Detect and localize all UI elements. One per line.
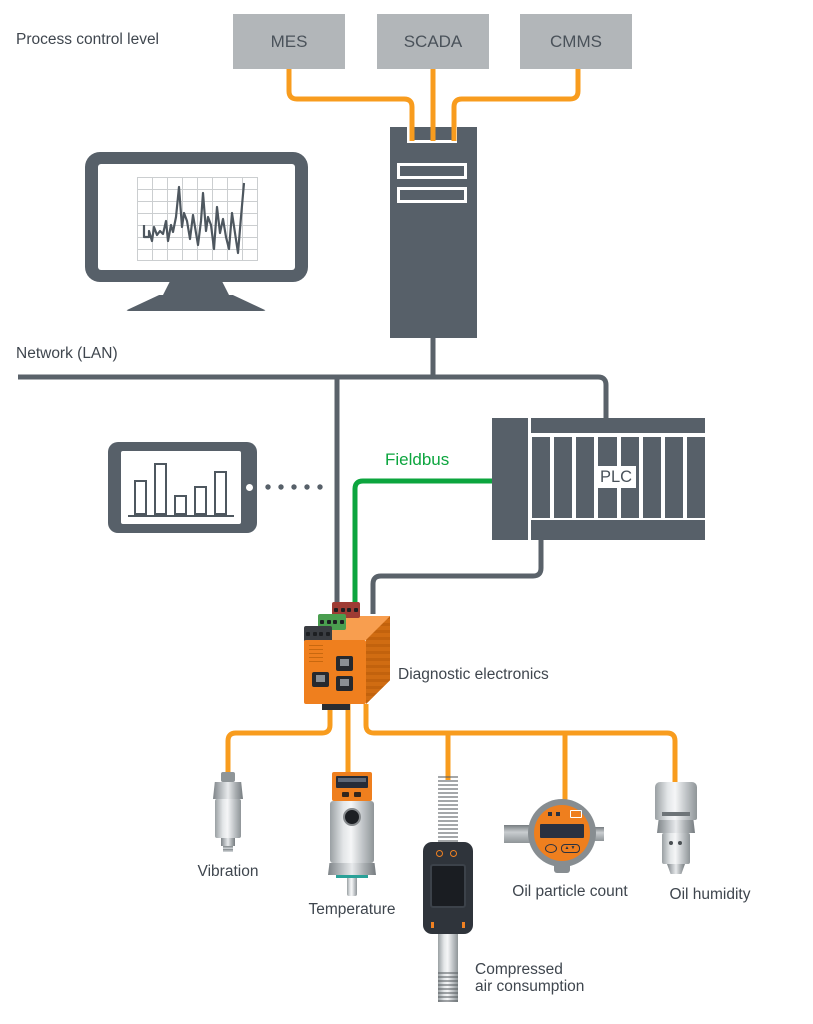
plc-top-rail <box>531 418 705 433</box>
server-icon <box>390 127 477 338</box>
compressed-air-sensor-icon <box>420 776 476 1004</box>
vibration-sensor-icon <box>206 772 250 854</box>
tablet-icon <box>108 442 257 533</box>
fieldbus-label: Fieldbus <box>385 450 450 469</box>
monitor-trend-chart <box>137 177 258 261</box>
plc-icon: PLC <box>492 418 705 540</box>
tablet-chart-baseline <box>128 514 234 517</box>
tablet-bar <box>194 486 207 515</box>
tablet-bar <box>214 471 227 515</box>
diagnostic-electronics-label: Diagnostic electronics <box>398 666 549 683</box>
mes-box: MES <box>233 14 345 69</box>
cmms-box: CMMS <box>520 14 632 69</box>
temperature-label: Temperature <box>308 901 396 918</box>
tablet-bar-chart <box>134 455 227 515</box>
scada-box-label: SCADA <box>403 31 463 51</box>
wire-plc-diagnostic <box>370 540 544 614</box>
diag-led-rows <box>309 645 323 663</box>
oil-humidity-sensor-icon <box>652 780 700 876</box>
cmms-box-label: CMMS <box>550 31 602 51</box>
tablet-camera-dot <box>246 484 253 491</box>
oil-humidity-label: Oil humidity <box>669 886 751 903</box>
wireless-dots-icon <box>265 484 323 490</box>
tablet-bar <box>174 495 187 515</box>
vibration-label: Vibration <box>197 863 259 880</box>
plc-cpu-column <box>492 418 528 540</box>
ifm-logo <box>570 810 582 818</box>
temperature-sensor-icon <box>328 772 376 898</box>
diagnostic-electronics-icon <box>300 598 395 710</box>
monitor-stand-neck <box>163 282 229 295</box>
diag-ethernet-port-2 <box>336 676 353 691</box>
trend-line-icon <box>142 182 246 255</box>
diag-terminal-black <box>304 626 332 642</box>
server-slot-1 <box>397 163 467 179</box>
opc-display <box>540 824 584 838</box>
plc-io-slats <box>532 437 705 518</box>
diag-ethernet-port-1 <box>336 656 353 671</box>
process-control-level-label: Process control level <box>16 31 160 48</box>
plc-label: PLC <box>596 466 636 488</box>
server-slot-2 <box>397 187 467 203</box>
server-top-notch <box>407 127 457 143</box>
wire-diag-oil-humidity <box>363 704 678 786</box>
tablet-bar <box>134 480 147 515</box>
plc-bottom-rail <box>531 520 705 540</box>
compressed-air-label: Compressed air consumption <box>475 961 585 995</box>
oil-particle-label: Oil particle count <box>512 883 628 900</box>
diag-foot <box>322 704 350 710</box>
mes-box-label: MES <box>270 31 308 51</box>
oil-particle-sensor-icon: ▲▼ <box>504 795 604 875</box>
diag-ethernet-port-3 <box>312 672 329 687</box>
monitor-stand-base <box>125 295 267 311</box>
wire-diag-vibration <box>225 704 333 775</box>
tablet-bar <box>154 463 167 515</box>
wire-lan-plc <box>18 374 609 420</box>
scada-box: SCADA <box>377 14 489 69</box>
network-lan-label: Network (LAN) <box>16 345 118 362</box>
tablet-screen <box>121 451 241 524</box>
